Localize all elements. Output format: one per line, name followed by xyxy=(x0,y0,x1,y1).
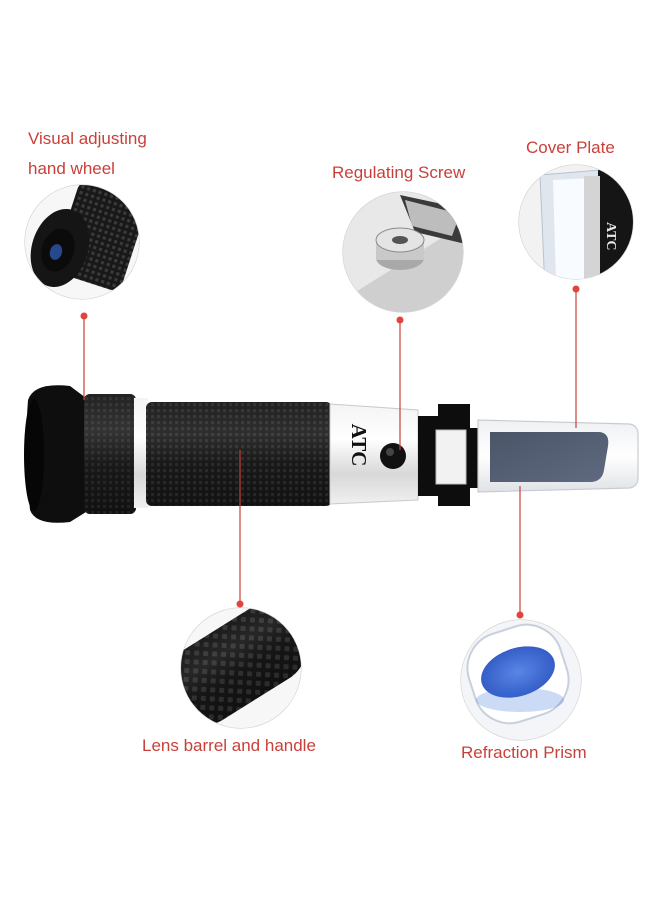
regulating-screw-detail-circle xyxy=(342,191,464,313)
leader-cover-plate xyxy=(572,285,580,428)
leader-refraction-prism xyxy=(516,486,524,619)
leader-lens-barrel xyxy=(236,450,244,608)
label-cover-plate: Cover Plate xyxy=(526,138,615,157)
leader-regulating-screw xyxy=(396,316,404,450)
label-hand-wheel-line1: Visual adjusting xyxy=(28,129,147,148)
svg-text:ATC: ATC xyxy=(603,222,618,251)
refraction-prism-detail-circle xyxy=(460,619,582,741)
cover-plate-detail-circle: ATC xyxy=(518,164,634,280)
label-refraction-prism: Refraction Prism xyxy=(461,743,587,762)
label-regulating-screw: Regulating Screw xyxy=(332,163,466,182)
hand-wheel-detail-circle xyxy=(24,184,140,300)
label-hand-wheel: Visual adjusting hand wheel xyxy=(28,124,147,184)
lens-barrel-detail-circle xyxy=(180,607,302,729)
leader-hand-wheel xyxy=(80,312,88,400)
label-lens-barrel: Lens barrel and handle xyxy=(142,736,316,755)
label-hand-wheel-line2: hand wheel xyxy=(28,159,115,178)
refractometer-device xyxy=(24,385,639,523)
atc-marking: ATC xyxy=(347,424,371,467)
